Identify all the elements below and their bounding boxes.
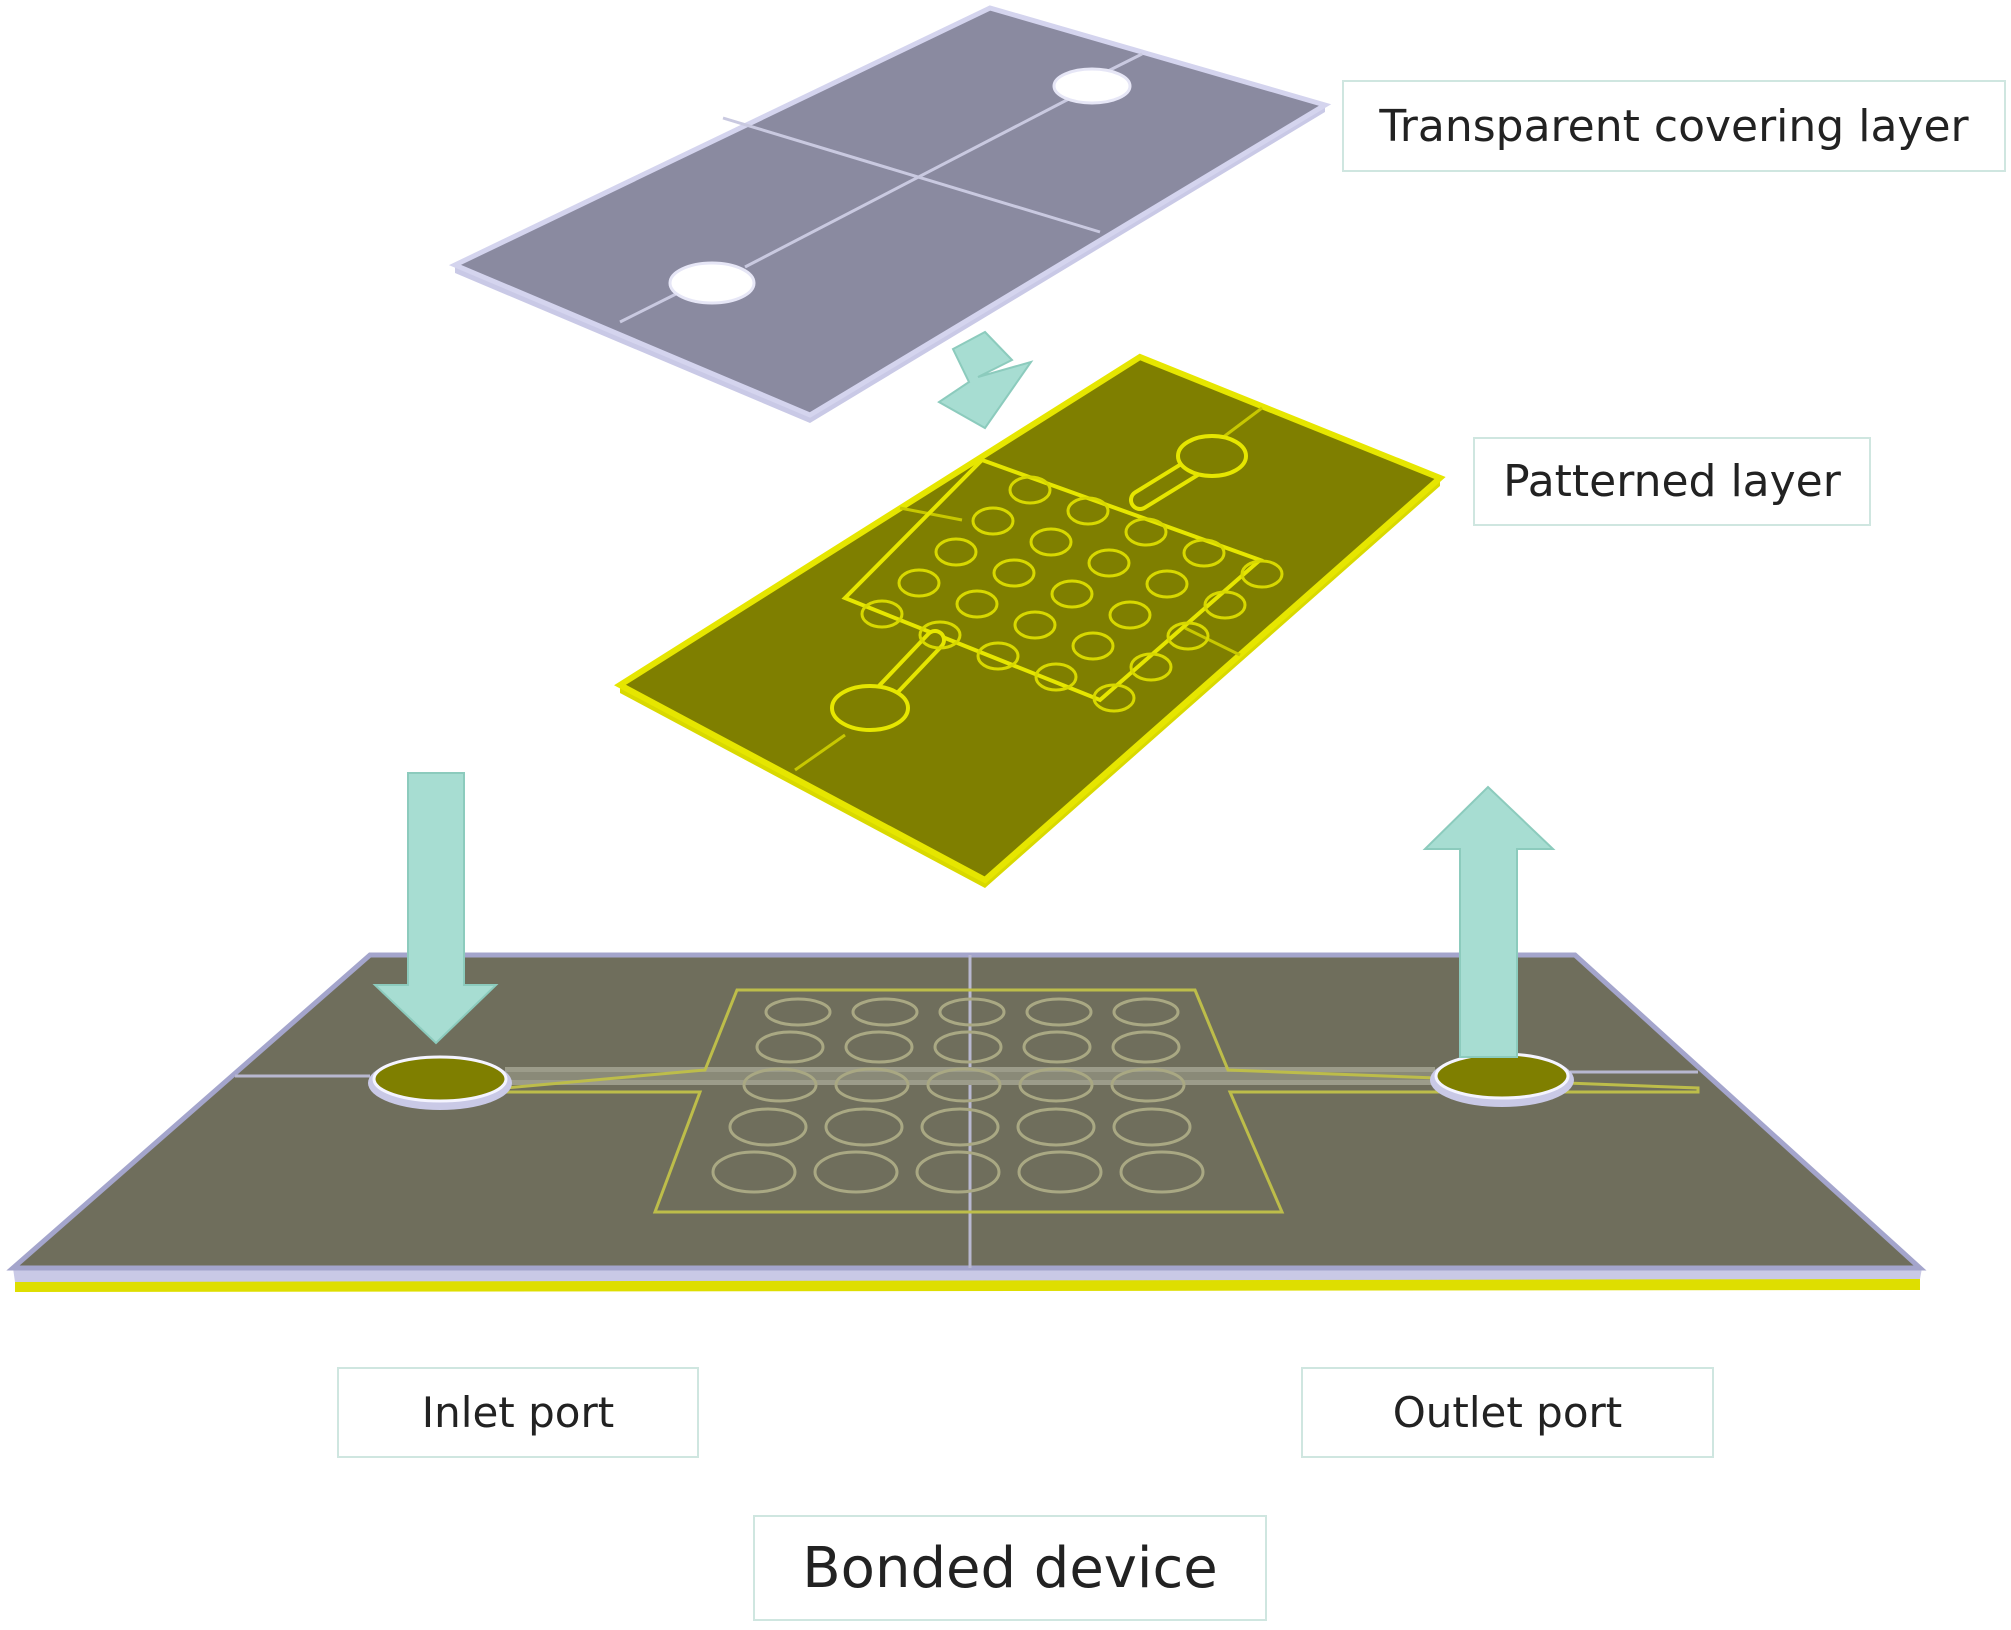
pillar — [1008, 475, 1052, 505]
pillar — [834, 1067, 910, 1103]
bonded-middle-edge — [13, 1268, 1922, 1282]
pillar — [976, 641, 1020, 671]
pillar — [851, 997, 919, 1027]
patterned-divider-line — [1184, 626, 1241, 657]
arrow-down-icon — [937, 330, 1034, 430]
pillar — [824, 1107, 904, 1147]
pillar — [1203, 590, 1247, 620]
outlet-port-text: Outlet port — [1392, 1388, 1623, 1437]
pillar — [1025, 997, 1093, 1027]
pillar — [1182, 538, 1226, 568]
pillar — [813, 1150, 899, 1194]
pillar — [1022, 1030, 1092, 1064]
pillar — [918, 620, 962, 650]
patterned-inlet-pad — [830, 684, 910, 732]
pillar — [1013, 610, 1057, 640]
pillar — [728, 1107, 808, 1147]
patterned-layer-label: Patterned layer — [1473, 437, 1871, 526]
bonded-device-face — [6, 952, 1927, 1271]
pillar — [1018, 1067, 1094, 1103]
cover-divider-line — [722, 116, 1101, 234]
pillar — [711, 1150, 797, 1194]
pillar — [860, 599, 904, 629]
pillar — [1108, 600, 1152, 630]
arrow-up-icon — [1422, 785, 1556, 1058]
cover-outlet-hole — [1052, 67, 1132, 105]
bonded-device-text: Bonded device — [802, 1535, 1218, 1601]
patterned-pillar-array — [860, 475, 1284, 713]
pillar — [1240, 559, 1284, 589]
inlet-port-text: Inlet port — [421, 1388, 615, 1437]
patterned-outlet-pad — [1176, 434, 1248, 478]
pillar — [1112, 997, 1180, 1027]
cover-channel-line — [744, 86, 1091, 269]
cover-inlet-hole — [668, 261, 756, 305]
patterned-layer-face — [614, 353, 1446, 884]
transparent-covering-layer-text: Transparent covering layer — [1379, 100, 1969, 152]
pillar — [933, 1030, 1003, 1064]
pillar — [992, 558, 1036, 588]
pillar — [1017, 1150, 1103, 1194]
pillar — [1111, 1030, 1181, 1064]
outlet-port-label: Outlet port — [1301, 1367, 1714, 1458]
pillar — [1166, 621, 1210, 651]
pillar — [934, 537, 978, 567]
pillar — [1034, 662, 1078, 692]
cover-layer — [448, 5, 1332, 423]
patterned-layer-text: Patterned layer — [1503, 456, 1841, 507]
pillar — [915, 1150, 1001, 1194]
cover-layer-face — [448, 5, 1332, 418]
pillar — [971, 506, 1015, 536]
pillar — [955, 589, 999, 619]
pillar — [926, 1067, 1002, 1103]
pillar — [1016, 1107, 1096, 1147]
bonded-pillar-array — [711, 997, 1205, 1194]
pillar — [1092, 683, 1136, 713]
inlet-port-label: Inlet port — [337, 1367, 699, 1458]
bonded-device-label: Bonded device — [753, 1515, 1267, 1621]
pillar — [764, 997, 832, 1027]
pillar — [1112, 1107, 1192, 1147]
bonded-device — [6, 952, 1927, 1292]
inlet-port-hole — [372, 1055, 508, 1103]
cover-channel-line — [619, 290, 681, 324]
pillar — [1119, 1150, 1205, 1194]
pillar — [1145, 569, 1189, 599]
patterned-divider-line — [794, 733, 846, 772]
pillar — [1050, 579, 1094, 609]
pillar — [742, 1067, 818, 1103]
pillar — [1071, 631, 1115, 661]
pillar — [1066, 496, 1110, 526]
pillar — [1110, 1067, 1186, 1103]
pillar — [1124, 517, 1168, 547]
patterned-divider-line — [1221, 406, 1263, 440]
patterned-layer — [614, 353, 1446, 888]
pillar — [755, 1030, 825, 1064]
pillar — [1029, 527, 1073, 557]
pillar — [844, 1030, 914, 1064]
pillar — [1129, 652, 1173, 682]
arrow-down-icon — [372, 772, 499, 1045]
pillar — [1087, 548, 1131, 578]
pillar — [938, 997, 1006, 1027]
transparent-covering-layer-label: Transparent covering layer — [1342, 80, 2006, 172]
pillar — [897, 568, 941, 598]
outlet-port-hole — [1434, 1052, 1570, 1100]
patterned-chamber-outline — [841, 457, 1264, 703]
pillar — [920, 1107, 1000, 1147]
